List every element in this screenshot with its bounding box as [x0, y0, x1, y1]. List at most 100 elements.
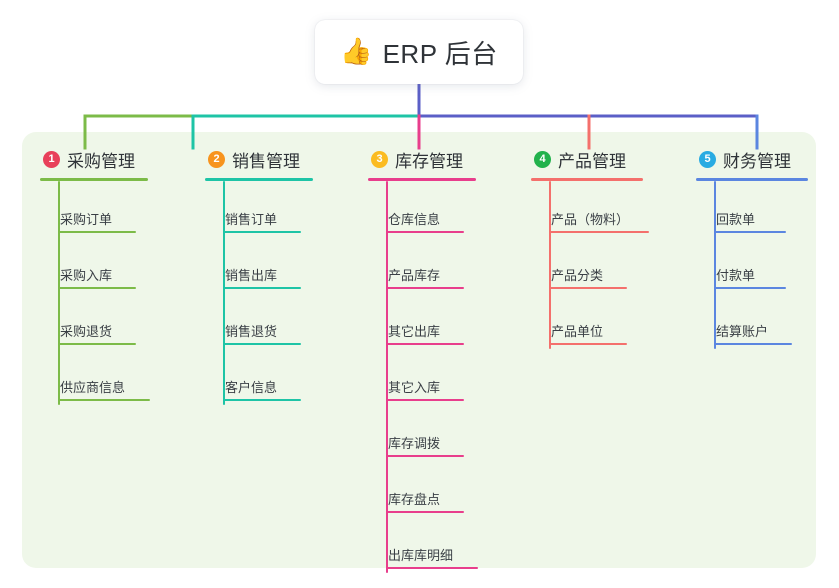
leaf-node[interactable]: 销售退货	[205, 293, 313, 349]
leaf-node[interactable]: 产品分类	[531, 237, 643, 293]
leaf-rule	[549, 287, 627, 289]
leaf-rule	[386, 343, 464, 345]
branch-spine	[223, 181, 225, 405]
branch-spine	[714, 181, 716, 349]
leaf-label: 销售出库	[225, 268, 278, 283]
root-node[interactable]: 👍 ERP 后台	[315, 20, 523, 84]
branch-header-rule	[696, 178, 808, 181]
leaf-node[interactable]: 客户信息	[205, 349, 313, 405]
branch-number-badge: 5	[699, 150, 716, 168]
leaf-node[interactable]: 产品单位	[531, 293, 643, 349]
leaf-rule	[58, 287, 136, 289]
thumbs-up-icon: 👍	[340, 37, 373, 67]
leaf-rule	[549, 231, 649, 233]
leaf-label: 付款单	[716, 268, 756, 283]
leaf-label: 客户信息	[225, 380, 278, 395]
leaf-rule	[386, 287, 464, 289]
leaf-node[interactable]: 采购入库	[40, 237, 148, 293]
leaf-label: 产品单位	[551, 324, 604, 339]
leaf-node[interactable]: 出库库明细	[368, 517, 478, 573]
branch-spine	[549, 181, 551, 349]
branch-number-badge: 3	[371, 150, 388, 168]
leaf-node[interactable]: 产品库存	[368, 237, 476, 293]
leaf-rule	[223, 287, 301, 289]
leaf-node[interactable]: 产品（物料）	[531, 181, 649, 237]
leaf-rule	[386, 231, 464, 233]
leaf-label: 供应商信息	[60, 380, 126, 395]
branch-header-rule	[531, 178, 643, 181]
leaf-rule	[223, 399, 301, 401]
leaf-rule	[386, 455, 464, 457]
branch-title: 库存管理	[395, 151, 463, 171]
leaf-label: 销售退货	[225, 324, 278, 339]
leaf-label: 其它入库	[388, 380, 441, 395]
leaf-node[interactable]: 销售出库	[205, 237, 313, 293]
leaf-node[interactable]: 回款单	[696, 181, 808, 237]
leaf-label: 采购退货	[60, 324, 113, 339]
branch-items: 产品（物料） 产品分类产品单位	[531, 181, 649, 349]
leaf-rule	[386, 567, 478, 569]
branch-spine	[58, 181, 60, 405]
leaf-label: 产品库存	[388, 268, 441, 283]
root-title: ERP 后台	[382, 38, 498, 69]
leaf-label: 结算账户	[716, 324, 769, 339]
branch-items: 回款单付款单结算账户	[696, 181, 808, 349]
leaf-rule	[223, 343, 301, 345]
branch-items: 仓库信息产品库存其它出库其它入库库存调拨库存盘点出库库明细	[368, 181, 478, 573]
leaf-label: 库存调拨	[388, 436, 441, 451]
leaf-node[interactable]: 其它入库	[368, 349, 476, 405]
leaf-rule	[58, 343, 136, 345]
branch-header-3[interactable]: 3 库存管理	[368, 146, 476, 172]
leaf-node[interactable]: 采购订单	[40, 181, 148, 237]
leaf-node[interactable]: 库存盘点	[368, 461, 476, 517]
branch-header-rule	[205, 178, 313, 181]
branch-title: 采购管理	[67, 151, 135, 171]
branch-header-5[interactable]: 5 财务管理	[696, 146, 808, 172]
leaf-node[interactable]: 采购退货	[40, 293, 148, 349]
leaf-rule	[714, 343, 792, 345]
branches-panel	[22, 132, 816, 568]
leaf-node[interactable]: 仓库信息	[368, 181, 476, 237]
leaf-label: 采购入库	[60, 268, 113, 283]
branch-items: 销售订单销售出库销售退货客户信息	[205, 181, 313, 405]
branch-header-1[interactable]: 1 采购管理	[40, 146, 148, 172]
leaf-label: 出库库明细	[388, 548, 454, 563]
branch-items: 采购订单采购入库采购退货供应商信息	[40, 181, 150, 405]
leaf-label: 回款单	[716, 212, 756, 227]
branch-column-5: 5 财务管理回款单付款单结算账户	[696, 146, 808, 349]
leaf-node[interactable]: 销售订单	[205, 181, 313, 237]
leaf-node[interactable]: 供应商信息	[40, 349, 150, 405]
leaf-rule	[386, 399, 464, 401]
leaf-node[interactable]: 结算账户	[696, 293, 808, 349]
branch-column-3: 3 库存管理仓库信息产品库存其它出库其它入库库存调拨库存盘点出库库明细	[368, 146, 478, 573]
branch-header-rule	[40, 178, 148, 181]
leaf-rule	[714, 287, 786, 289]
branch-spine	[386, 181, 388, 573]
branch-number-badge: 1	[43, 150, 60, 168]
leaf-rule	[714, 231, 786, 233]
leaf-label: 产品（物料）	[551, 212, 630, 227]
leaf-rule	[223, 231, 301, 233]
leaf-rule	[58, 399, 150, 401]
leaf-rule	[386, 511, 464, 513]
leaf-rule	[58, 231, 136, 233]
branch-column-1: 1 采购管理采购订单采购入库采购退货供应商信息	[40, 146, 150, 405]
branch-title: 销售管理	[232, 151, 300, 171]
leaf-node[interactable]: 付款单	[696, 237, 808, 293]
leaf-label: 销售订单	[225, 212, 278, 227]
leaf-label: 产品分类	[551, 268, 604, 283]
leaf-label: 仓库信息	[388, 212, 441, 227]
leaf-label: 采购订单	[60, 212, 113, 227]
branch-title: 产品管理	[558, 151, 626, 171]
leaf-rule	[549, 343, 627, 345]
leaf-node[interactable]: 库存调拨	[368, 405, 476, 461]
branch-header-rule	[368, 178, 476, 181]
branch-title: 财务管理	[723, 151, 791, 171]
leaf-label: 其它出库	[388, 324, 441, 339]
leaf-node[interactable]: 其它出库	[368, 293, 476, 349]
